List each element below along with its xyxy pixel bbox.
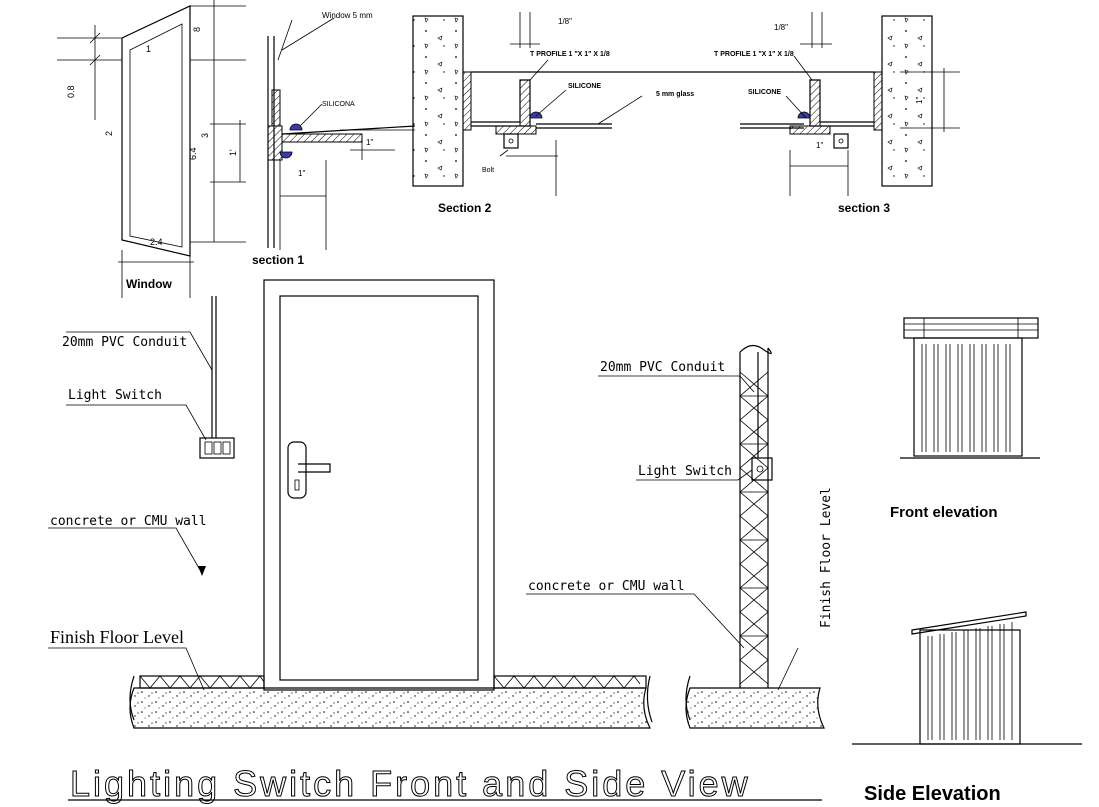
side-elevation-title: Side Elevation bbox=[864, 783, 1001, 805]
section2-profile: T PROFILE 1 "X 1" X 1/8 bbox=[530, 51, 610, 58]
front-floor: Finish Floor Level bbox=[48, 627, 653, 729]
section-1-detail: Window 5 mm SILICONA 1" 1" section 1 bbox=[252, 11, 416, 267]
door-handle bbox=[287, 441, 307, 499]
window-side-right: 3 bbox=[200, 133, 210, 138]
front-wall-label: concrete or CMU wall bbox=[50, 514, 207, 529]
section-2-detail: 1/8" T PROFILE 1 "X 1" X 1/8 SILICONE 5 … bbox=[412, 12, 720, 215]
side-switch-label: Light Switch bbox=[638, 464, 732, 479]
window-detail: 0.8 8 1 2 3 6.4 1' 2.4 Window bbox=[57, 0, 246, 298]
section3-dim-bottom: 1" bbox=[816, 141, 823, 150]
section2-title: Section 2 bbox=[438, 201, 492, 215]
front-wall-note: concrete or CMU wall bbox=[48, 514, 207, 576]
section1-dim-right: 1" bbox=[366, 138, 373, 147]
section1-silicone: SILICONA bbox=[322, 101, 355, 108]
light-switch-icon bbox=[199, 437, 235, 459]
side-conduit-label: 20mm PVC Conduit bbox=[600, 360, 725, 375]
section3-silicone: SILICONE bbox=[748, 89, 781, 96]
section3-title: section 3 bbox=[838, 201, 890, 215]
section2-bolt: Bolt bbox=[482, 167, 494, 174]
section2-gap: 1/8" bbox=[558, 17, 572, 26]
window-dim-inner: 1' bbox=[228, 149, 238, 156]
window-side-left: 2 bbox=[104, 131, 114, 136]
front-elevation-title: Front elevation bbox=[890, 504, 998, 521]
section-3-detail: 1/8" T PROFILE 1 "X 1" X 1/8 SILICONE 1"… bbox=[714, 12, 960, 215]
window-top-label: 1 bbox=[146, 44, 151, 54]
side-floor-label: Finish Floor Level bbox=[819, 487, 834, 628]
side-wall-label: concrete or CMU wall bbox=[528, 579, 685, 594]
main-title-block: Lighting Switch Front and Side View bbox=[68, 763, 822, 805]
window-dim-left: 0.8 bbox=[66, 85, 76, 98]
side-view-wall: 20mm PVC Conduit Light Switch concrete o… bbox=[526, 344, 834, 729]
front-switch-label: Light Switch bbox=[68, 388, 162, 403]
window-bottom-label: 2.4 bbox=[150, 237, 163, 247]
front-floor-label: Finish Floor Level bbox=[50, 627, 184, 647]
section1-title: section 1 bbox=[252, 253, 304, 267]
window-title: Window bbox=[126, 277, 173, 291]
front-switch-assembly: 20mm PVC Conduit Light Switch bbox=[62, 296, 235, 459]
section3-dim-right: 1" bbox=[915, 97, 924, 104]
section2-silicone: SILICONE bbox=[568, 83, 601, 90]
main-title: Lighting Switch Front and Side View bbox=[70, 763, 751, 804]
section3-gap: 1/8" bbox=[774, 23, 788, 32]
side-elevation: Side Elevation bbox=[852, 611, 1082, 805]
section1-dim-bottom: 1" bbox=[298, 169, 305, 178]
section1-window-note: Window 5 mm bbox=[322, 11, 373, 20]
section2-glass: 5 mm glass bbox=[656, 91, 694, 98]
section3-profile: T PROFILE 1 "X 1" X 1/8 bbox=[714, 51, 794, 58]
window-dim-top-right: 8 bbox=[192, 27, 202, 32]
front-conduit-label: 20mm PVC Conduit bbox=[62, 335, 187, 350]
front-elevation: Front elevation bbox=[890, 317, 1040, 521]
front-view-door bbox=[263, 279, 495, 691]
side-light-switch-icon bbox=[751, 457, 773, 481]
window-height-label: 6.4 bbox=[188, 147, 198, 160]
